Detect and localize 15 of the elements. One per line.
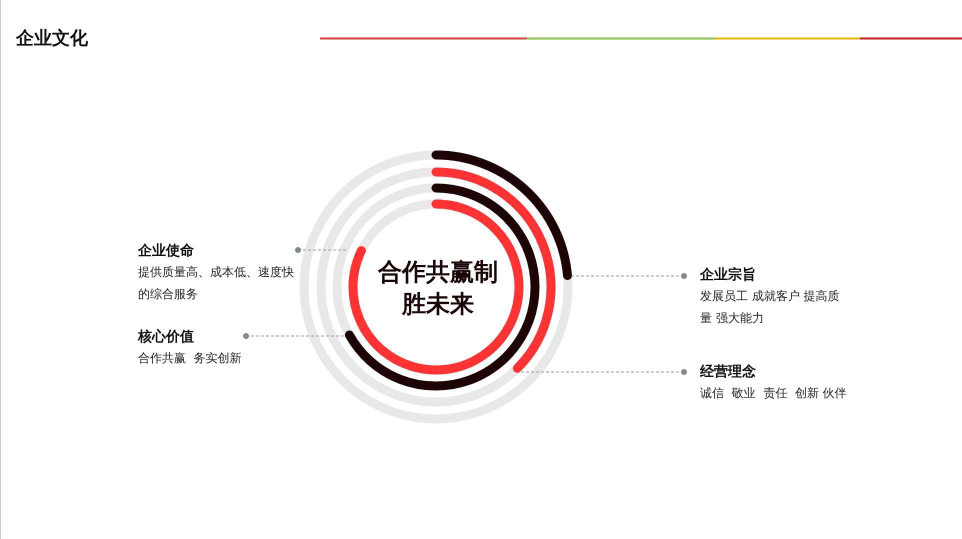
description: 提供质量高、成本低、速度快的综合服务	[138, 264, 295, 303]
ring-arc	[344, 184, 540, 390]
center-slogan: 合作共赢制胜未来	[376, 257, 499, 320]
description: 发展员工 成就客户 提高质量 强大能力	[700, 288, 841, 327]
heading: 企业使命	[138, 242, 195, 261]
leader-line	[571, 273, 687, 279]
description: 诚信 敬业 责任 创新 伙伴	[700, 385, 848, 402]
leader-line	[295, 247, 346, 253]
heading: 核心价值	[138, 328, 195, 347]
description: 合作共赢 务实创新	[138, 350, 243, 367]
title: 企业文化	[16, 27, 88, 50]
heading: 企业宗旨	[700, 266, 757, 285]
heading: 经营理念	[700, 363, 757, 382]
leader-line	[520, 369, 687, 375]
leader-line	[243, 333, 346, 339]
